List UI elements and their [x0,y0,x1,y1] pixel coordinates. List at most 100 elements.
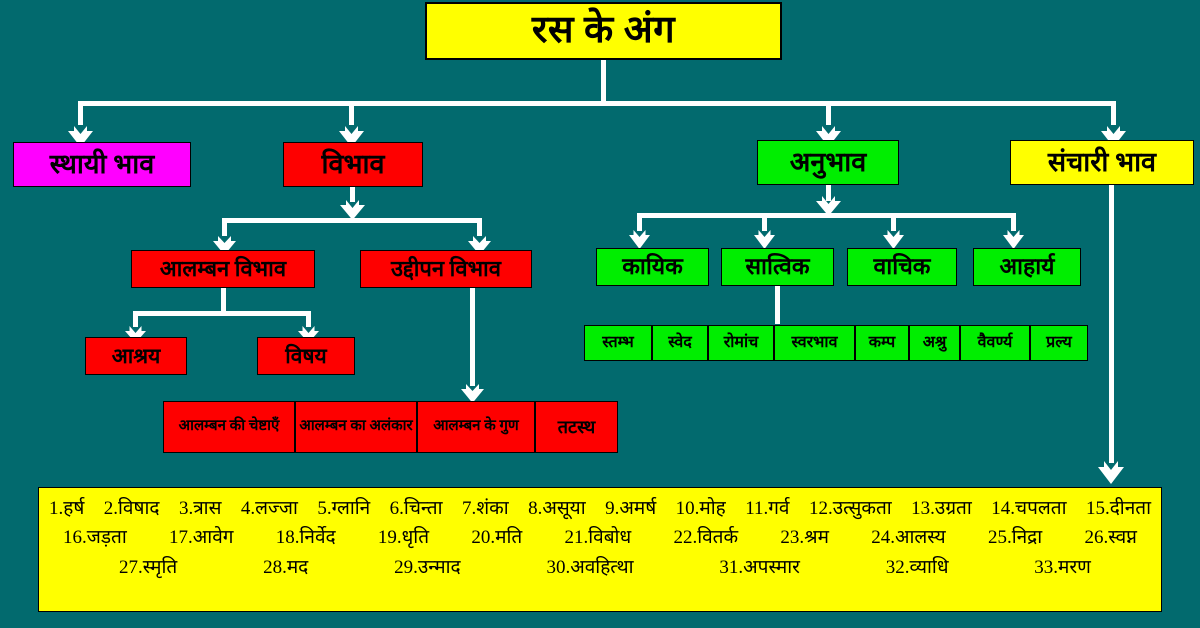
node-satvik-label: सात्विक [745,253,810,279]
list-item: 20.मति [471,527,523,549]
connector-drop-vibhav [349,101,354,125]
list-item: 27.स्मृति [119,556,178,578]
connector-title-stem [601,60,606,105]
list-item: 14.चपलता [991,498,1067,519]
list-item: 1.हर्ष [49,498,85,519]
arrowhead-anubhav [814,120,843,148]
sanchari-list-row-2: 16.जड़ता 17.आवेग 18.निर्वेद 19.धृति 20.म… [49,523,1151,552]
connector-drop-aharya [1011,213,1016,231]
arrowhead-sanchari [1099,120,1128,148]
list-item: 15.दीनता [1085,498,1151,519]
connector-drop-sthayi [78,101,83,125]
node-sved[interactable]: स्वेद [652,325,708,361]
list-item: 12.उत्सुकता [808,498,892,519]
node-anubhav-label: अनुभाव [789,147,867,178]
node-vishay[interactable]: विषय [257,337,355,375]
arrowhead-uddipan [466,231,493,256]
list-item: 13.उग्रता [911,498,972,519]
list-item: 3.त्रास [178,498,222,519]
node-sthayi-bhav[interactable]: स्थायी भाव [13,142,191,187]
connector-drop-vishay [306,311,311,327]
list-item: 16.जड़ता [63,527,127,549]
list-item: 8.असूया [528,498,586,519]
arrowhead-uddipan-cells [459,379,486,404]
connector-drop-satvik [762,213,767,231]
list-item: 7.शंका [461,498,509,519]
node-kamp[interactable]: कम्प [855,325,909,361]
arrowhead-vibhav [337,120,366,148]
connector-drop-sanchari [1111,101,1116,125]
node-alamban-vibhav[interactable]: आलम्बन विभाव [131,250,315,288]
list-item: 17.आवेग [169,527,234,549]
list-item: 29.उन्माद [394,556,461,578]
connector-drop-anubhav [826,101,831,125]
connector-drop-vachik [891,213,896,231]
node-swarbhav[interactable]: स्वरभाव [774,325,855,361]
arrowhead-sanchari-list [1096,455,1126,485]
node-vaivarnya[interactable]: वैवर्ण्य [960,325,1030,361]
connector-sanchari-stem [1109,185,1114,463]
list-item: 25.निद्रा [987,527,1043,549]
list-item: 31.अपस्मार [719,556,800,578]
list-item: 32.व्याधि [885,556,949,578]
node-alamban-gun[interactable]: आलम्बन के गुण [417,401,535,453]
connector-drop-uddipan [477,218,482,236]
list-item: 19.धृति [377,527,430,549]
connector-drop-ashray [133,311,138,327]
node-alamban-gun-label: आलम्बन के गुण [433,418,519,435]
connector-alamban-stem [221,288,226,315]
node-ashru[interactable]: अश्रु [909,325,960,361]
node-vaivarnya-label: वैवर्ण्य [977,333,1013,351]
sanchari-list-row-1: 1.हर्ष 2.विषाद 3.त्रास 4.लज्जा 5.ग्लानि … [49,494,1151,523]
node-alamban-cheshtaen[interactable]: आलम्बन की चेष्टाएँ [163,401,295,453]
list-item: 6.चिन्ता [389,498,443,519]
list-item: 24.आलस्य [871,527,946,549]
arrowhead-vibhav-stem [338,195,367,221]
node-tatasth[interactable]: तटस्थ [535,401,618,453]
node-tatasth-label: तटस्थ [557,416,596,437]
list-item: 22.वितर्क [673,527,739,549]
node-satvik[interactable]: सात्विक [721,248,834,286]
node-stambh[interactable]: स्तम्भ [584,325,652,361]
node-ashru-label: अश्रु [922,333,947,351]
node-aharya[interactable]: आहार्य [973,248,1081,286]
node-vachik-label: वाचिक [873,253,931,279]
node-kayik[interactable]: कायिक [596,248,709,286]
node-vishay-label: विषय [285,343,327,368]
list-item: 2.विषाद [103,498,160,519]
arrowhead-vishay [296,322,321,344]
connector-drop-kayik [637,213,642,231]
node-ashray[interactable]: आश्रय [85,337,187,375]
node-aharya-label: आहार्य [999,253,1055,279]
connector-satvik-stem [775,286,780,324]
node-alamban-cheshtaen-label: आलम्बन की चेष्टाएँ [178,418,280,435]
list-item: 10.मोह [675,498,726,519]
node-alamban-alankar[interactable]: आलम्बन का अलंकार [295,401,417,453]
node-sanchari-bhav[interactable]: संचारी भाव [1010,140,1194,185]
node-anubhav[interactable]: अनुभाव [757,140,899,185]
arrowhead-satvik [752,226,777,250]
connector-uddipan-stem [470,288,475,386]
connector-vibhav-bus [222,218,482,223]
arrowhead-kayik [627,226,652,250]
title-box: रस के अंग [425,2,782,60]
node-ashray-label: आश्रय [111,343,161,368]
arrowhead-anubhav-stem [814,191,843,217]
node-romanch[interactable]: रोमांच [708,325,774,361]
arrowhead-ashray [123,322,148,344]
node-vachik[interactable]: वाचिक [847,248,957,286]
node-sanchari-bhav-label: संचारी भाव [1047,147,1157,178]
list-item: 9.अमर्ष [605,498,657,519]
list-item: 11.गर्व [745,498,790,519]
connector-alamban-bus [133,311,311,316]
arrowhead-aharya [1001,226,1026,250]
node-vibhav[interactable]: विभाव [283,142,423,187]
satvik-cell-row: स्तम्भ स्वेद रोमांच स्वरभाव कम्प अश्रु व… [584,325,1088,361]
node-uddipan-vibhav[interactable]: उद्दीपन विभाव [360,250,532,288]
node-pralya[interactable]: प्रल्य [1030,325,1088,361]
list-item: 30.अवहित्था [546,556,634,578]
node-kayik-label: कायिक [622,253,683,279]
node-alamban-alankar-label: आलम्बन का अलंकार [299,418,413,435]
arrowhead-vachik [881,226,906,250]
